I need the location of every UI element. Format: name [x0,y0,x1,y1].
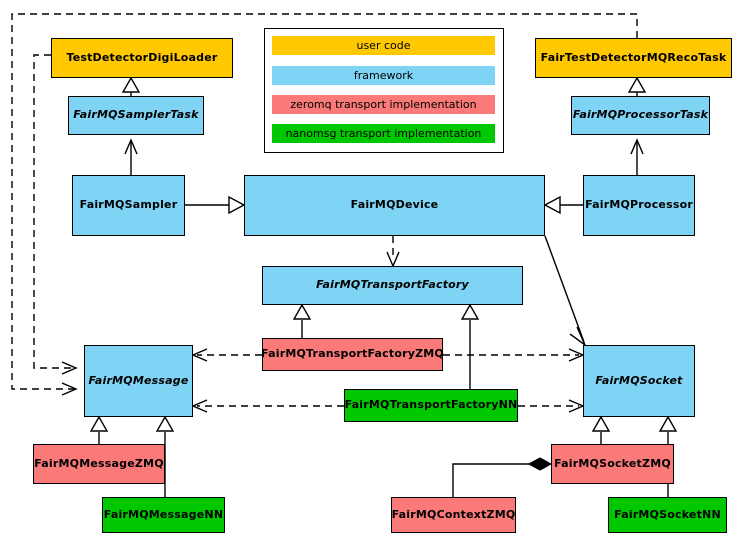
dependency-recotask-message [11,13,638,390]
composition-contextzmq-socketzmq [452,463,533,497]
class-node-FairMQProcessor[interactable]: FairMQProcessor [583,175,695,236]
association-device-socket [544,235,585,343]
arrowhead-open [124,138,138,155]
arrowhead-triangle [591,415,611,432]
arrowhead-open [630,138,644,155]
class-node-FairMQTransportFactoryNN[interactable]: FairMQTransportFactoryNN [344,389,518,422]
class-node-label: FairMQTransportFactoryZMQ [261,347,444,361]
class-node-label: FairMQTransportFactoryNN [344,398,518,412]
class-node-label: FairMQSocketNN [614,507,721,521]
legend-label: framework [353,69,414,82]
class-node-FairMQProcessorTask[interactable]: FairMQProcessorTask [571,96,710,135]
class-node-label: FairTestDetectorMQRecoTask [540,50,727,64]
class-node-FairMQDevice[interactable]: FairMQDevice [244,175,545,236]
diamond-marker [527,457,553,471]
class-node-label: FairMQMessageZMQ [34,456,164,470]
class-node-FairMQMessageZMQ[interactable]: FairMQMessageZMQ [33,444,165,484]
legend-item-framework: framework [272,66,495,85]
legend-item-nanomsg: nanomsg transport implementation [272,124,495,143]
class-node-label: FairMQContextZMQ [391,507,516,521]
class-node-label: TestDetectorDigiLoader [66,50,218,64]
arrowhead-triangle [121,76,141,93]
class-node-label: FairMQTransportFactory [316,278,469,292]
arrowhead-open [569,326,587,348]
legend-item-zeromq: zeromq transport implementation [272,95,495,114]
class-node-FairMQSocket[interactable]: FairMQSocket [583,345,695,417]
class-node-label: FairMQSampler [79,198,178,212]
arrowhead-triangle [627,76,647,93]
class-node-FairMQSampler[interactable]: FairMQSampler [72,175,185,236]
arrowhead-open [191,348,208,362]
arrowhead-triangle [228,195,246,215]
class-node-FairMQMessageNN[interactable]: FairMQMessageNN [102,497,225,533]
class-node-FairMQTransportFactory[interactable]: FairMQTransportFactory [262,266,523,305]
arrowhead-open [61,382,78,396]
legend-label: zeromq transport implementation [290,98,477,111]
class-node-FairTestDetectorMQRecoTask[interactable]: FairTestDetectorMQRecoTask [535,38,732,78]
class-node-label: FairMQMessage [88,373,189,387]
class-node-FairMQTransportFactoryZMQ[interactable]: FairMQTransportFactoryZMQ [261,338,444,371]
arrowhead-open [191,399,208,413]
arrowhead-triangle [460,303,480,320]
class-node-label: FairMQSocket [595,373,683,387]
class-node-FairMQMessage[interactable]: FairMQMessage [84,345,193,417]
arrowhead-triangle [292,303,312,320]
class-node-FairMQSamplerTask[interactable]: FairMQSamplerTask [68,96,204,135]
class-node-label: FairMQProcessorTask [572,108,709,122]
class-node-FairMQSocketNN[interactable]: FairMQSocketNN [608,497,727,533]
legend-label: nanomsg transport implementation [285,127,482,140]
arrowhead-triangle [543,195,561,215]
arrowhead-triangle [658,415,678,432]
dependency-digiloader-message [33,54,74,369]
legend-item-user-code: user code [272,36,495,55]
class-node-label: FairMQMessageNN [103,507,224,521]
class-node-label: FairMQSocketZMQ [554,456,671,470]
class-node-TestDetectorDigiLoader[interactable]: TestDetectorDigiLoader [51,38,233,78]
arrowhead-triangle [89,415,109,432]
class-node-label: FairMQProcessor [585,198,693,212]
class-node-label: FairMQDevice [350,198,439,212]
arrowhead-triangle [155,415,175,432]
class-node-FairMQContextZMQ[interactable]: FairMQContextZMQ [391,497,516,533]
legend-label: user code [356,39,411,52]
arrowhead-open [61,361,78,375]
class-node-label: FairMQSamplerTask [73,108,199,122]
class-node-FairMQSocketZMQ[interactable]: FairMQSocketZMQ [551,444,674,484]
